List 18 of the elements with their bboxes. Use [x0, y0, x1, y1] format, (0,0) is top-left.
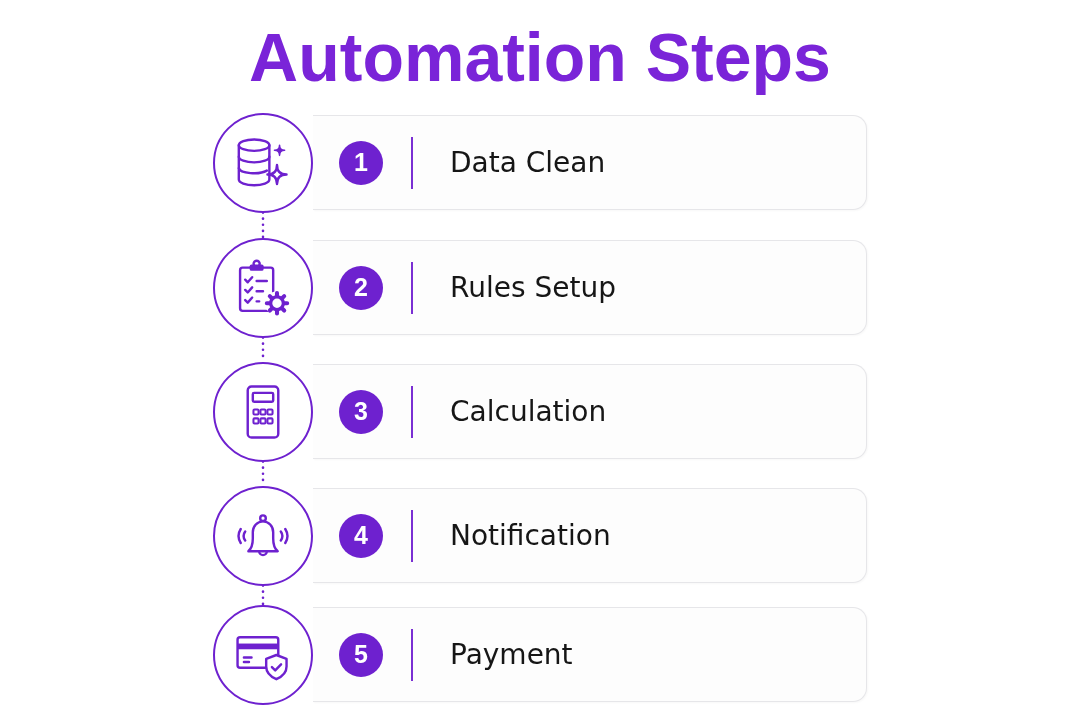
step-label: Notification	[450, 518, 611, 553]
step-card	[313, 240, 867, 335]
step-card	[313, 488, 867, 583]
step-label: Rules Setup	[450, 270, 616, 305]
step-card	[313, 364, 867, 459]
number-badge: 3	[339, 389, 383, 434]
dotted-connector	[261, 211, 265, 239]
step-card	[313, 607, 867, 702]
dotted-connector	[261, 584, 265, 606]
step-label: Data Clean	[450, 145, 606, 180]
step-card	[313, 115, 867, 210]
number-badge: 1	[339, 140, 383, 185]
number-badge: 4	[339, 513, 383, 558]
number-badge: 5	[339, 632, 383, 677]
title: Automation Steps	[249, 22, 831, 94]
step-label: Payment	[450, 637, 573, 672]
step-label: Calculation	[450, 394, 607, 429]
number-badge: 2	[339, 265, 383, 310]
